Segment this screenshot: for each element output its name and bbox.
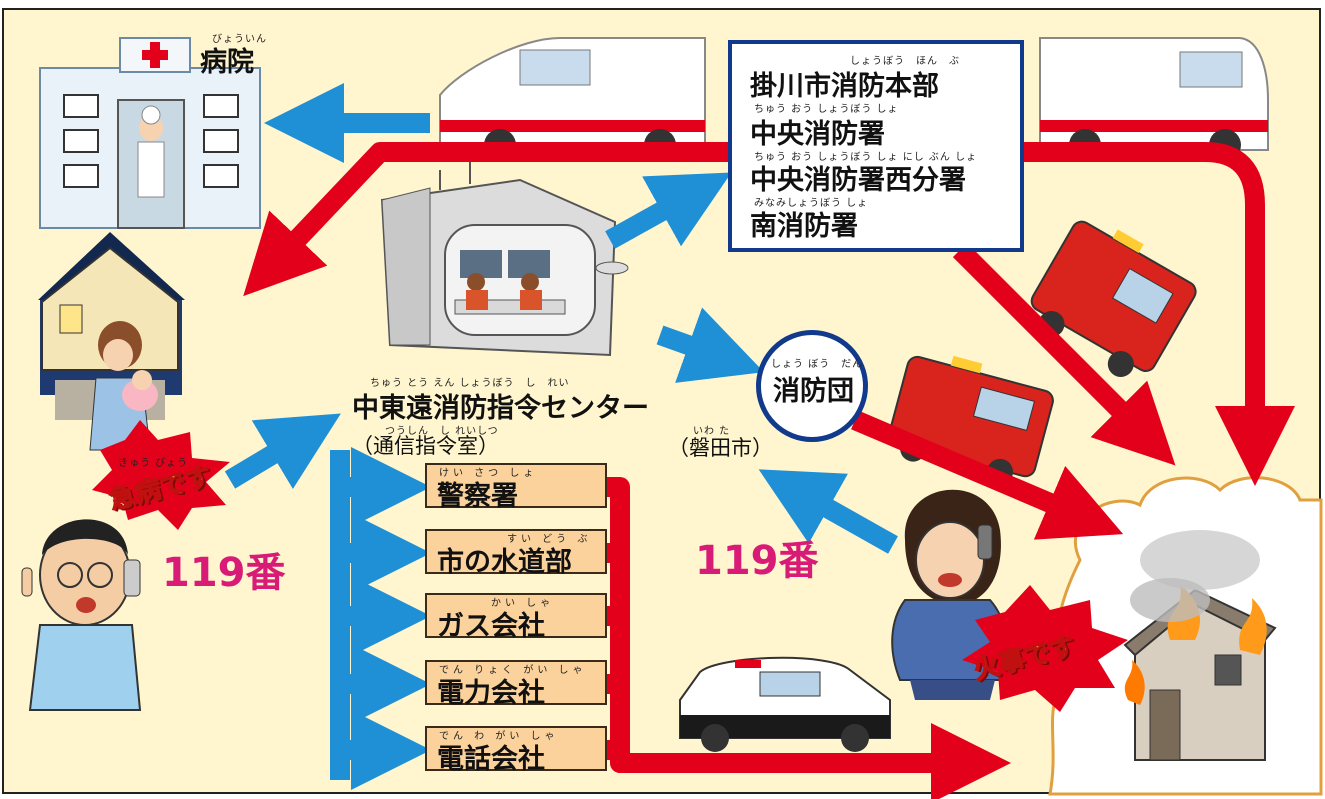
red-arrow-hq-to-fire bbox=[952, 242, 1176, 466]
org-police-label: 警察署 bbox=[437, 481, 518, 512]
org-water: すい どう ぶ 市の水道部 bbox=[425, 529, 607, 578]
command-center-ruby: ちゅう とう えん しょうぼう し れい bbox=[370, 378, 570, 389]
command-center-sub-ruby: つうしん し れいしつ bbox=[385, 426, 499, 437]
command-center-label: 中東遠消防指令センター bbox=[352, 393, 649, 424]
call-number-right: 119番 bbox=[695, 538, 819, 584]
hq-line-4-ruby: みなみしょうぼう しょ bbox=[754, 198, 869, 209]
hq-line-1-ruby: しょうぼう ほん ぶ bbox=[850, 56, 960, 67]
org-power-ruby: でん りょく がい しゃ bbox=[439, 665, 587, 676]
org-phone-ruby: でん わ がい しゃ bbox=[439, 731, 559, 742]
hospital-ruby: びょういん bbox=[212, 34, 267, 45]
blue-arrow-center-to-brigade bbox=[656, 307, 764, 383]
org-phone: でん わ がい しゃ 電話会社 bbox=[425, 726, 607, 775]
red-arrow-to-house bbox=[243, 142, 780, 297]
org-police-ruby: けい さつ しょ bbox=[439, 468, 538, 479]
iwata-label: （磐田市） bbox=[668, 436, 773, 460]
emergency-ruby: きゅう びょう bbox=[118, 458, 189, 469]
org-power: でん りょく がい しゃ 電力会社 bbox=[425, 660, 607, 709]
emergency-burst bbox=[92, 420, 230, 530]
fire-brigade-label: 消防団 bbox=[773, 376, 854, 407]
red-dispatch-arrows bbox=[243, 142, 1295, 799]
fire-hq-box: しょうぼう ほん ぶ 掛川市消防本部 ちゅう おう しょうぼう しょ 中央消防署… bbox=[728, 40, 1024, 252]
man-calling-illustration bbox=[21, 519, 142, 711]
org-gas-ruby: かい しゃ bbox=[491, 598, 555, 609]
hq-line-2: 中央消防署 bbox=[750, 119, 885, 150]
org-police: けい さつ しょ 警察署 bbox=[425, 463, 607, 512]
fire-truck-illustration bbox=[1030, 220, 1197, 377]
fire-brigade-ruby: しょう ぼう だん bbox=[771, 359, 864, 370]
night-house-illustration bbox=[38, 232, 185, 451]
burning-house-illustration bbox=[1123, 530, 1277, 761]
police-car-illustration bbox=[679, 656, 891, 752]
org-power-label: 電力会社 bbox=[437, 678, 545, 709]
command-center-illustration bbox=[380, 160, 629, 357]
org-gas-label: ガス会社 bbox=[437, 611, 545, 642]
org-gas: かい しゃ ガス会社 bbox=[425, 593, 607, 642]
blue-report-arrows bbox=[224, 83, 898, 790]
call-number-left: 119番 bbox=[162, 550, 286, 596]
red-arrow-brigade-to-fire bbox=[851, 410, 1124, 540]
ambulance-illustration-right bbox=[1039, 37, 1269, 161]
blue-arrow-center-to-hq bbox=[605, 172, 732, 249]
hq-line-4: 南消防署 bbox=[750, 211, 858, 242]
hq-line-3: 中央消防署西分署 bbox=[750, 165, 966, 196]
hq-line-2-ruby: ちゅう おう しょうぼう しょ bbox=[754, 104, 899, 115]
blue-arrow-woman-to-center bbox=[758, 469, 898, 554]
org-phone-label: 電話会社 bbox=[437, 744, 545, 775]
org-water-label: 市の水道部 bbox=[437, 547, 572, 578]
blue-arrow-caller-to-center bbox=[224, 413, 341, 489]
fire-burst bbox=[962, 585, 1128, 712]
org-water-ruby: すい どう ぶ bbox=[507, 534, 592, 545]
hospital-illustration bbox=[39, 37, 261, 229]
iwata-ruby: いわ た bbox=[693, 426, 731, 437]
red-arrow-top-right bbox=[1010, 142, 1295, 486]
fire-brigade-circle: しょう ぼう だん 消防団 bbox=[756, 330, 868, 442]
hq-line-1: 掛川市消防本部 bbox=[750, 71, 939, 102]
command-center-sub-label: （通信指令室） bbox=[352, 434, 499, 458]
hospital-label: 病院 bbox=[200, 47, 254, 78]
hq-line-3-ruby: ちゅう おう しょうぼう しょ にし ぶん しょ bbox=[754, 152, 978, 163]
ambulance-illustration bbox=[439, 37, 706, 161]
